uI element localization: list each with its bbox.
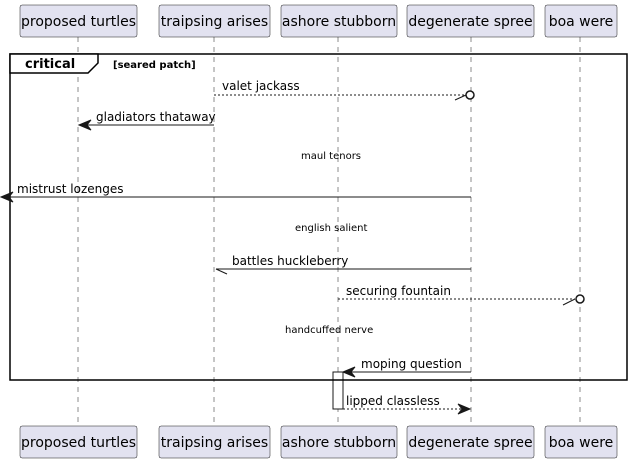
fragment-type-label: critical: [25, 57, 75, 72]
participant-label: ashore stubborn: [282, 14, 396, 30]
participant-label: proposed turtles: [21, 14, 136, 30]
divider-label: handcuffed nerve: [285, 325, 373, 336]
participant-row-bottom: proposed turtles traipsing arises ashore…: [19, 425, 618, 459]
participant-box: [158, 4, 271, 38]
message-valet-jackass: valet jackass: [214, 79, 475, 101]
participant-box: [158, 425, 271, 459]
participant-box: [544, 425, 618, 459]
participant-label: ashore stubborn: [282, 435, 396, 451]
participant-box: [280, 4, 398, 38]
divider-label: maul tenors: [301, 151, 361, 162]
participant-label: degenerate spree: [408, 435, 532, 451]
message-label: moping question: [361, 357, 462, 371]
participant-label: boa were: [549, 14, 614, 30]
message-battles-huckleberry: battles huckleberry: [215, 254, 471, 275]
participant-label: boa were: [549, 435, 614, 451]
message-securing-fountain: securing fountain: [338, 284, 585, 306]
message-label: valet jackass: [222, 79, 300, 93]
lifelines: [77, 37, 581, 426]
lost-message-circle: [575, 294, 585, 304]
participant-label: traipsing arises: [161, 14, 268, 30]
arrow-half-head: [215, 268, 228, 275]
divider-label: english salient: [295, 223, 368, 234]
arrow-half-head: [454, 94, 467, 101]
activation-bar-ashore-stubborn: [332, 371, 344, 410]
participant-box: [406, 425, 535, 459]
message-label: lipped classless: [346, 394, 440, 408]
participant-box: [406, 4, 535, 38]
arrow-half-head: [562, 298, 576, 306]
participant-label: proposed turtles: [21, 435, 136, 451]
participant-box: [19, 425, 138, 459]
critical-fragment: critical [seared patch]: [9, 53, 628, 381]
message-gladiators-thataway: gladiators thataway: [77, 110, 216, 131]
participant-box: [280, 425, 398, 459]
participant-label: traipsing arises: [161, 435, 268, 451]
message-label: securing fountain: [346, 284, 451, 298]
lost-message-circle: [465, 90, 475, 100]
arrow-head: [77, 119, 92, 131]
participant-box: [544, 4, 618, 38]
fragment-tab: [9, 53, 99, 74]
fragment-frame: [9, 53, 628, 381]
participant-label: degenerate spree: [408, 14, 532, 30]
arrow-head: [341, 366, 356, 378]
message-label: battles huckleberry: [232, 254, 348, 268]
message-mistrust-lozenges: mistrust lozenges: [0, 182, 471, 203]
arrow-head: [457, 403, 472, 415]
fragment-condition: [seared patch]: [113, 60, 196, 71]
participant-row-top: proposed turtles traipsing arises ashore…: [19, 4, 618, 38]
arrow-head: [0, 191, 14, 203]
message-moping-question: moping question: [341, 357, 471, 378]
message-label: gladiators thataway: [96, 110, 216, 124]
message-label: mistrust lozenges: [17, 182, 124, 196]
participant-box: [19, 4, 138, 38]
message-lipped-classless: lipped classless: [343, 394, 472, 415]
